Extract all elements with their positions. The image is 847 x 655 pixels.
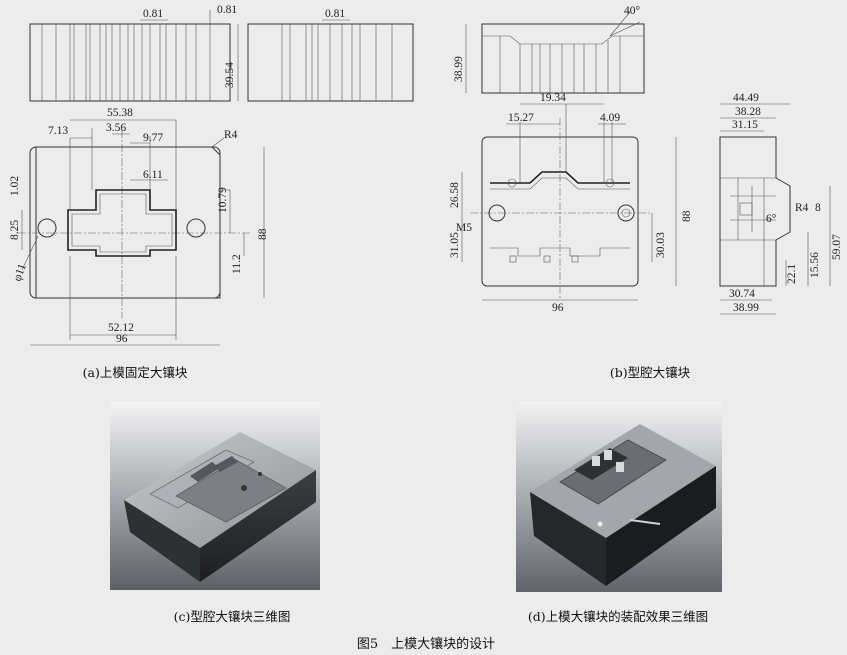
dim-b-side-221: 22.1 xyxy=(786,264,798,284)
caption-b: (b)型腔大镶块 xyxy=(610,365,691,380)
figure-caption: 图5 上模大镶块的设计 xyxy=(357,636,495,652)
caption-c: (c)型腔大镶块三维图 xyxy=(174,609,291,624)
dim-b-88: 88 xyxy=(681,210,693,222)
dim-b-side-1556: 15.56 xyxy=(809,252,821,278)
dim-a-081-1: 0.81 xyxy=(143,8,163,20)
caption-a: (a)上模固定大镶块 xyxy=(83,365,188,380)
dim-b-3899: 38.99 xyxy=(453,56,465,82)
dim-b-side-3899: 38.99 xyxy=(733,302,759,314)
dim-b-side-3828: 38.28 xyxy=(735,106,761,118)
dim-b-m5: M5 xyxy=(456,222,472,234)
dim-a-5212: 52.12 xyxy=(108,322,134,334)
dim-b-3003: 30.03 xyxy=(655,232,667,258)
dim-b-409: 4.09 xyxy=(600,112,620,124)
dim-b-side-4449: 44.49 xyxy=(733,92,759,104)
dim-a-713: 7.13 xyxy=(48,125,68,137)
dim-a-5538: 55.38 xyxy=(107,107,133,119)
dim-a-356: 3.56 xyxy=(106,122,126,134)
dim-b-2658: 26.58 xyxy=(449,182,461,208)
view-b-cavity-insert: 40° 38.99 19.34 15.27 4.09 26.58 M5 xyxy=(449,5,843,380)
view-c-cavity-insert-3d: (c)型腔大镶块三维图 xyxy=(110,402,320,624)
dim-b-side-5907: 59.07 xyxy=(831,234,843,260)
dim-a-977: 9.77 xyxy=(143,132,163,144)
dim-b-side-3115: 31.15 xyxy=(732,119,758,131)
dim-b-side-6deg: 6° xyxy=(766,213,777,225)
dim-a-88: 88 xyxy=(257,228,269,240)
dim-a-825: 8.25 xyxy=(9,220,21,240)
dim-a-112: 11.2 xyxy=(231,254,243,274)
dim-a-1079: 10.79 xyxy=(217,187,229,213)
dim-a-3954: 39.54 xyxy=(224,62,236,88)
caption-d: (d)上模大镶块的装配效果三维图 xyxy=(528,609,708,624)
view-d-assembly-3d: (d)上模大镶块的装配效果三维图 xyxy=(516,402,722,624)
dim-b-1527: 15.27 xyxy=(508,112,534,124)
dim-a-r4: R4 xyxy=(224,129,238,141)
view-a-upper-fixed-insert: 0.81 0.81 0.81 39.54 55.38 7.1 xyxy=(9,4,414,380)
dim-a-081-3: 0.81 xyxy=(325,8,345,20)
dim-b-side-8: 8 xyxy=(815,202,821,214)
dim-a-96: 96 xyxy=(116,333,128,345)
dim-a-611: 6.11 xyxy=(143,169,163,181)
dim-b-3105: 31.05 xyxy=(449,232,461,258)
dim-b-side-3074: 30.74 xyxy=(729,288,755,300)
dim-b-1934: 19.34 xyxy=(540,92,566,104)
dim-b-side-r4: R4 xyxy=(795,202,809,214)
dim-a-081-2: 0.81 xyxy=(217,4,237,16)
dim-a-dia11: φ11 xyxy=(12,262,29,283)
dim-b-96: 96 xyxy=(552,302,564,314)
dim-a-102: 1.02 xyxy=(9,176,21,196)
dim-b-40deg: 40° xyxy=(624,5,641,17)
